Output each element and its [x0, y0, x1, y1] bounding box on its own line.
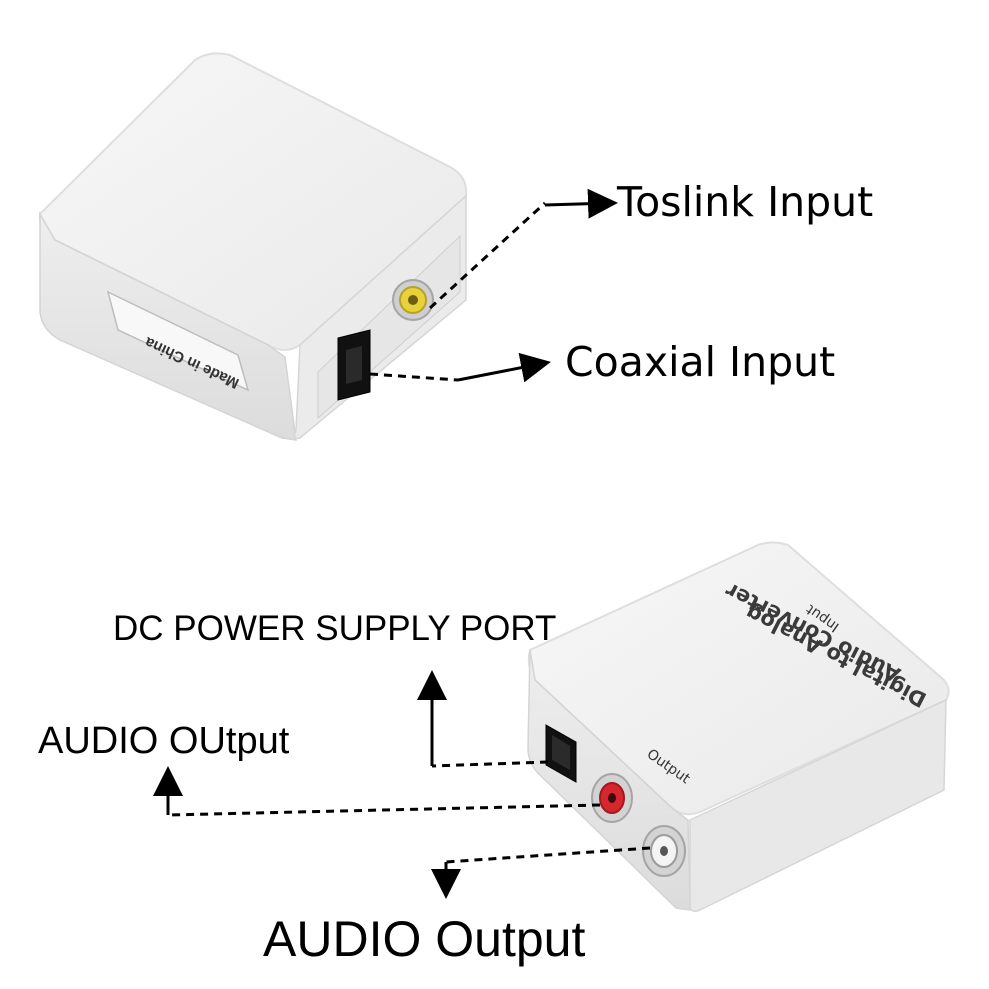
top-callout-lines: [369, 188, 618, 383]
dc-power-jack: [545, 724, 577, 783]
dc-power-supply-port-label: DC POWER SUPPLY PORT: [113, 609, 557, 648]
toslink-port: [337, 329, 371, 401]
top-device: Made in China: [38, 52, 468, 441]
audio-output-label-left: AUDIO OUtput: [38, 720, 290, 762]
audio-output-label-bottom: AUDIO Output: [263, 911, 586, 967]
bottom-device: Digital to Analog Audio Converter Input …: [527, 541, 950, 912]
toslink-input-label: Toslink Input: [617, 178, 874, 226]
coaxial-jack: [392, 279, 434, 321]
rca-red-jack: [591, 773, 633, 823]
coaxial-input-label: Coaxial Input: [565, 338, 836, 386]
rca-white-jack: [642, 825, 686, 877]
bottom-callout-lines: [153, 670, 651, 899]
